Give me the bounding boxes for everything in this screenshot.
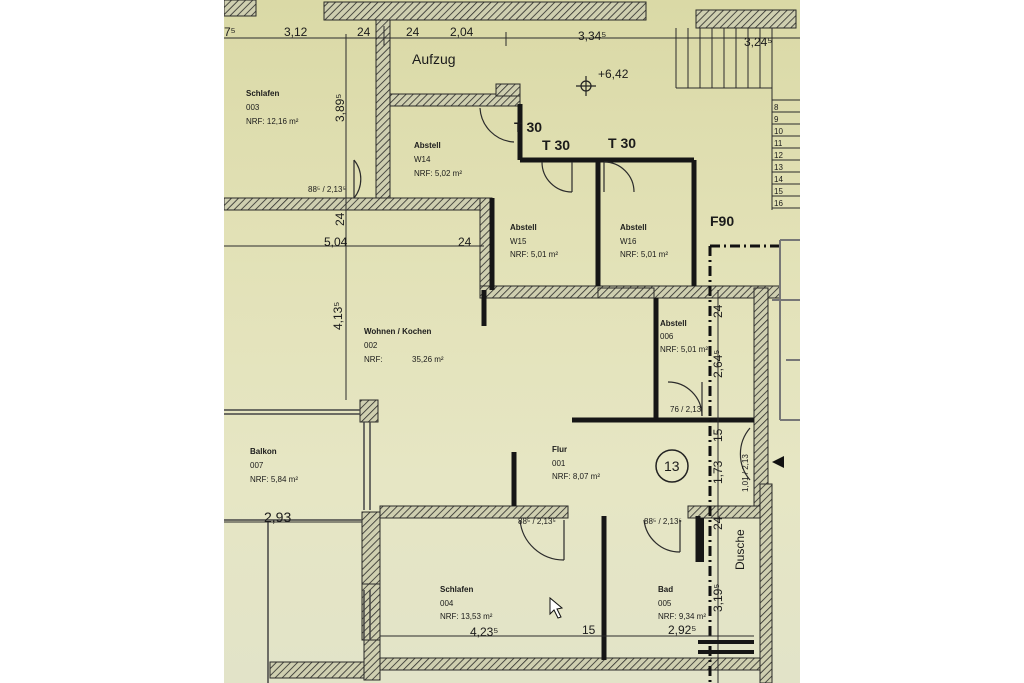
door-swings xyxy=(353,107,751,561)
room-name: Abstell xyxy=(620,223,647,232)
dim-15-b: 15 xyxy=(711,428,725,442)
stair-step-15: 15 xyxy=(774,187,783,196)
floor-plan-drawing xyxy=(224,0,800,683)
room-name: Bad xyxy=(658,585,674,594)
dim-5-04: 5,04 xyxy=(324,235,348,249)
level-label: +6,42 xyxy=(598,67,629,81)
door-label: 76 / 2,13 xyxy=(670,405,702,414)
stair-step-10: 10 xyxy=(774,127,783,136)
room-number: W14 xyxy=(414,155,431,164)
apartment-marker xyxy=(655,449,689,483)
room-area: NRF: 5,01 m² xyxy=(620,250,669,259)
dim-24-a: 24 xyxy=(357,25,371,39)
dim-3-34: 3,34⁵ xyxy=(578,29,607,43)
room-number: 004 xyxy=(440,599,454,608)
dim-4-23: 4,23⁵ xyxy=(470,625,499,639)
balcony-outline xyxy=(224,409,371,683)
stair-step-16: 16 xyxy=(774,199,783,208)
room-name: Balkon xyxy=(250,447,277,456)
room-number: W15 xyxy=(510,237,527,246)
shower xyxy=(698,518,754,654)
door-label: 88⁵ / 2,13⁵ xyxy=(308,185,346,194)
room-area-label: NRF: xyxy=(364,355,383,364)
stair-step-13: 13 xyxy=(774,163,783,172)
room-name: Abstell xyxy=(510,223,537,232)
room-name: Flur xyxy=(552,445,568,454)
adjacent-rails xyxy=(772,239,800,421)
room-number: 001 xyxy=(552,459,566,468)
dim-24-c: 24 xyxy=(333,212,347,226)
room-number: 006 xyxy=(660,332,674,341)
fire-wall-line xyxy=(708,244,784,683)
dim-3-12: 3,12 xyxy=(284,25,308,39)
dim-1-73: 1,73 xyxy=(711,460,725,484)
door-label: 88⁵ / 2,13⁵ xyxy=(644,517,682,526)
room-area: NRF: 5,02 m² xyxy=(414,169,463,178)
dimension-lines xyxy=(224,26,800,683)
room-number: 005 xyxy=(658,599,672,608)
dim-24-d: 24 xyxy=(458,235,472,249)
stairs xyxy=(675,28,800,210)
dim-2-04: 2,04 xyxy=(450,25,474,39)
floor-plan: 7⁵ 3,12 24 24 2,04 3,34⁵ 3,24⁵ 8 9 10 11… xyxy=(224,0,800,683)
t30-label-b: T 30 xyxy=(542,137,571,153)
room-name: Schlafen xyxy=(246,89,280,98)
door-label-vertical: 1,01 / 2,13 xyxy=(741,454,750,492)
stair-step-14: 14 xyxy=(774,175,783,184)
t30-label-a: T 30 xyxy=(514,119,543,135)
dim-24-f: 24 xyxy=(711,516,725,530)
stair-step-9: 9 xyxy=(774,115,779,124)
level-marker xyxy=(576,76,596,96)
room-area: NRF: 5,84 m² xyxy=(250,475,299,484)
room-area: NRF: 12,16 m² xyxy=(246,117,299,126)
dim-4-13: 4,13⁵ xyxy=(331,301,345,330)
dusche-label: Dusche xyxy=(733,529,747,570)
dim-3-24: 3,24⁵ xyxy=(744,35,773,49)
dim-7: 7⁵ xyxy=(224,25,236,39)
room-number: W16 xyxy=(620,237,637,246)
mouse-cursor xyxy=(549,596,564,619)
door-label: 88⁵ / 2,13⁵ xyxy=(518,517,556,526)
dim-2-64: 2,64⁵ xyxy=(711,349,725,378)
room-area: NRF: 8,07 m² xyxy=(552,472,601,481)
thin-walls xyxy=(481,104,754,660)
room-area-value: 35,26 m² xyxy=(412,355,444,364)
stair-step-8: 8 xyxy=(774,103,779,112)
f90-label: F90 xyxy=(710,213,735,229)
dim-3-19: 3,19⁵ xyxy=(711,583,725,612)
room-area: NRF: 13,53 m² xyxy=(440,612,493,621)
dim-24-e: 24 xyxy=(711,304,725,318)
stair-step-12: 12 xyxy=(774,151,783,160)
room-number: 003 xyxy=(246,103,260,112)
dim-2-92: 2,92⁵ xyxy=(668,623,697,637)
room-name: Wohnen / Kochen xyxy=(364,327,432,336)
dim-15-a: 15 xyxy=(582,623,596,637)
dim-24-b: 24 xyxy=(406,25,420,39)
room-area: NRF: 5,01 m² xyxy=(660,345,709,354)
stair-step-11: 11 xyxy=(774,139,783,148)
t30-label-c: T 30 xyxy=(608,135,637,151)
apartment-number: 13 xyxy=(664,458,680,474)
room-name: Abstell xyxy=(414,141,441,150)
room-number: 002 xyxy=(364,341,378,350)
room-name: Schlafen xyxy=(440,585,474,594)
room-area: NRF: 5,01 m² xyxy=(510,250,559,259)
room-number: 007 xyxy=(250,461,264,470)
arrow-marker xyxy=(772,456,784,468)
dim-2-93: 2,93 xyxy=(264,509,292,525)
aufzug-label: Aufzug xyxy=(412,51,456,67)
room-name: Abstell xyxy=(660,319,687,328)
dim-3-89: 3,89⁵ xyxy=(333,93,347,122)
room-area: NRF: 9,34 m² xyxy=(658,612,707,621)
